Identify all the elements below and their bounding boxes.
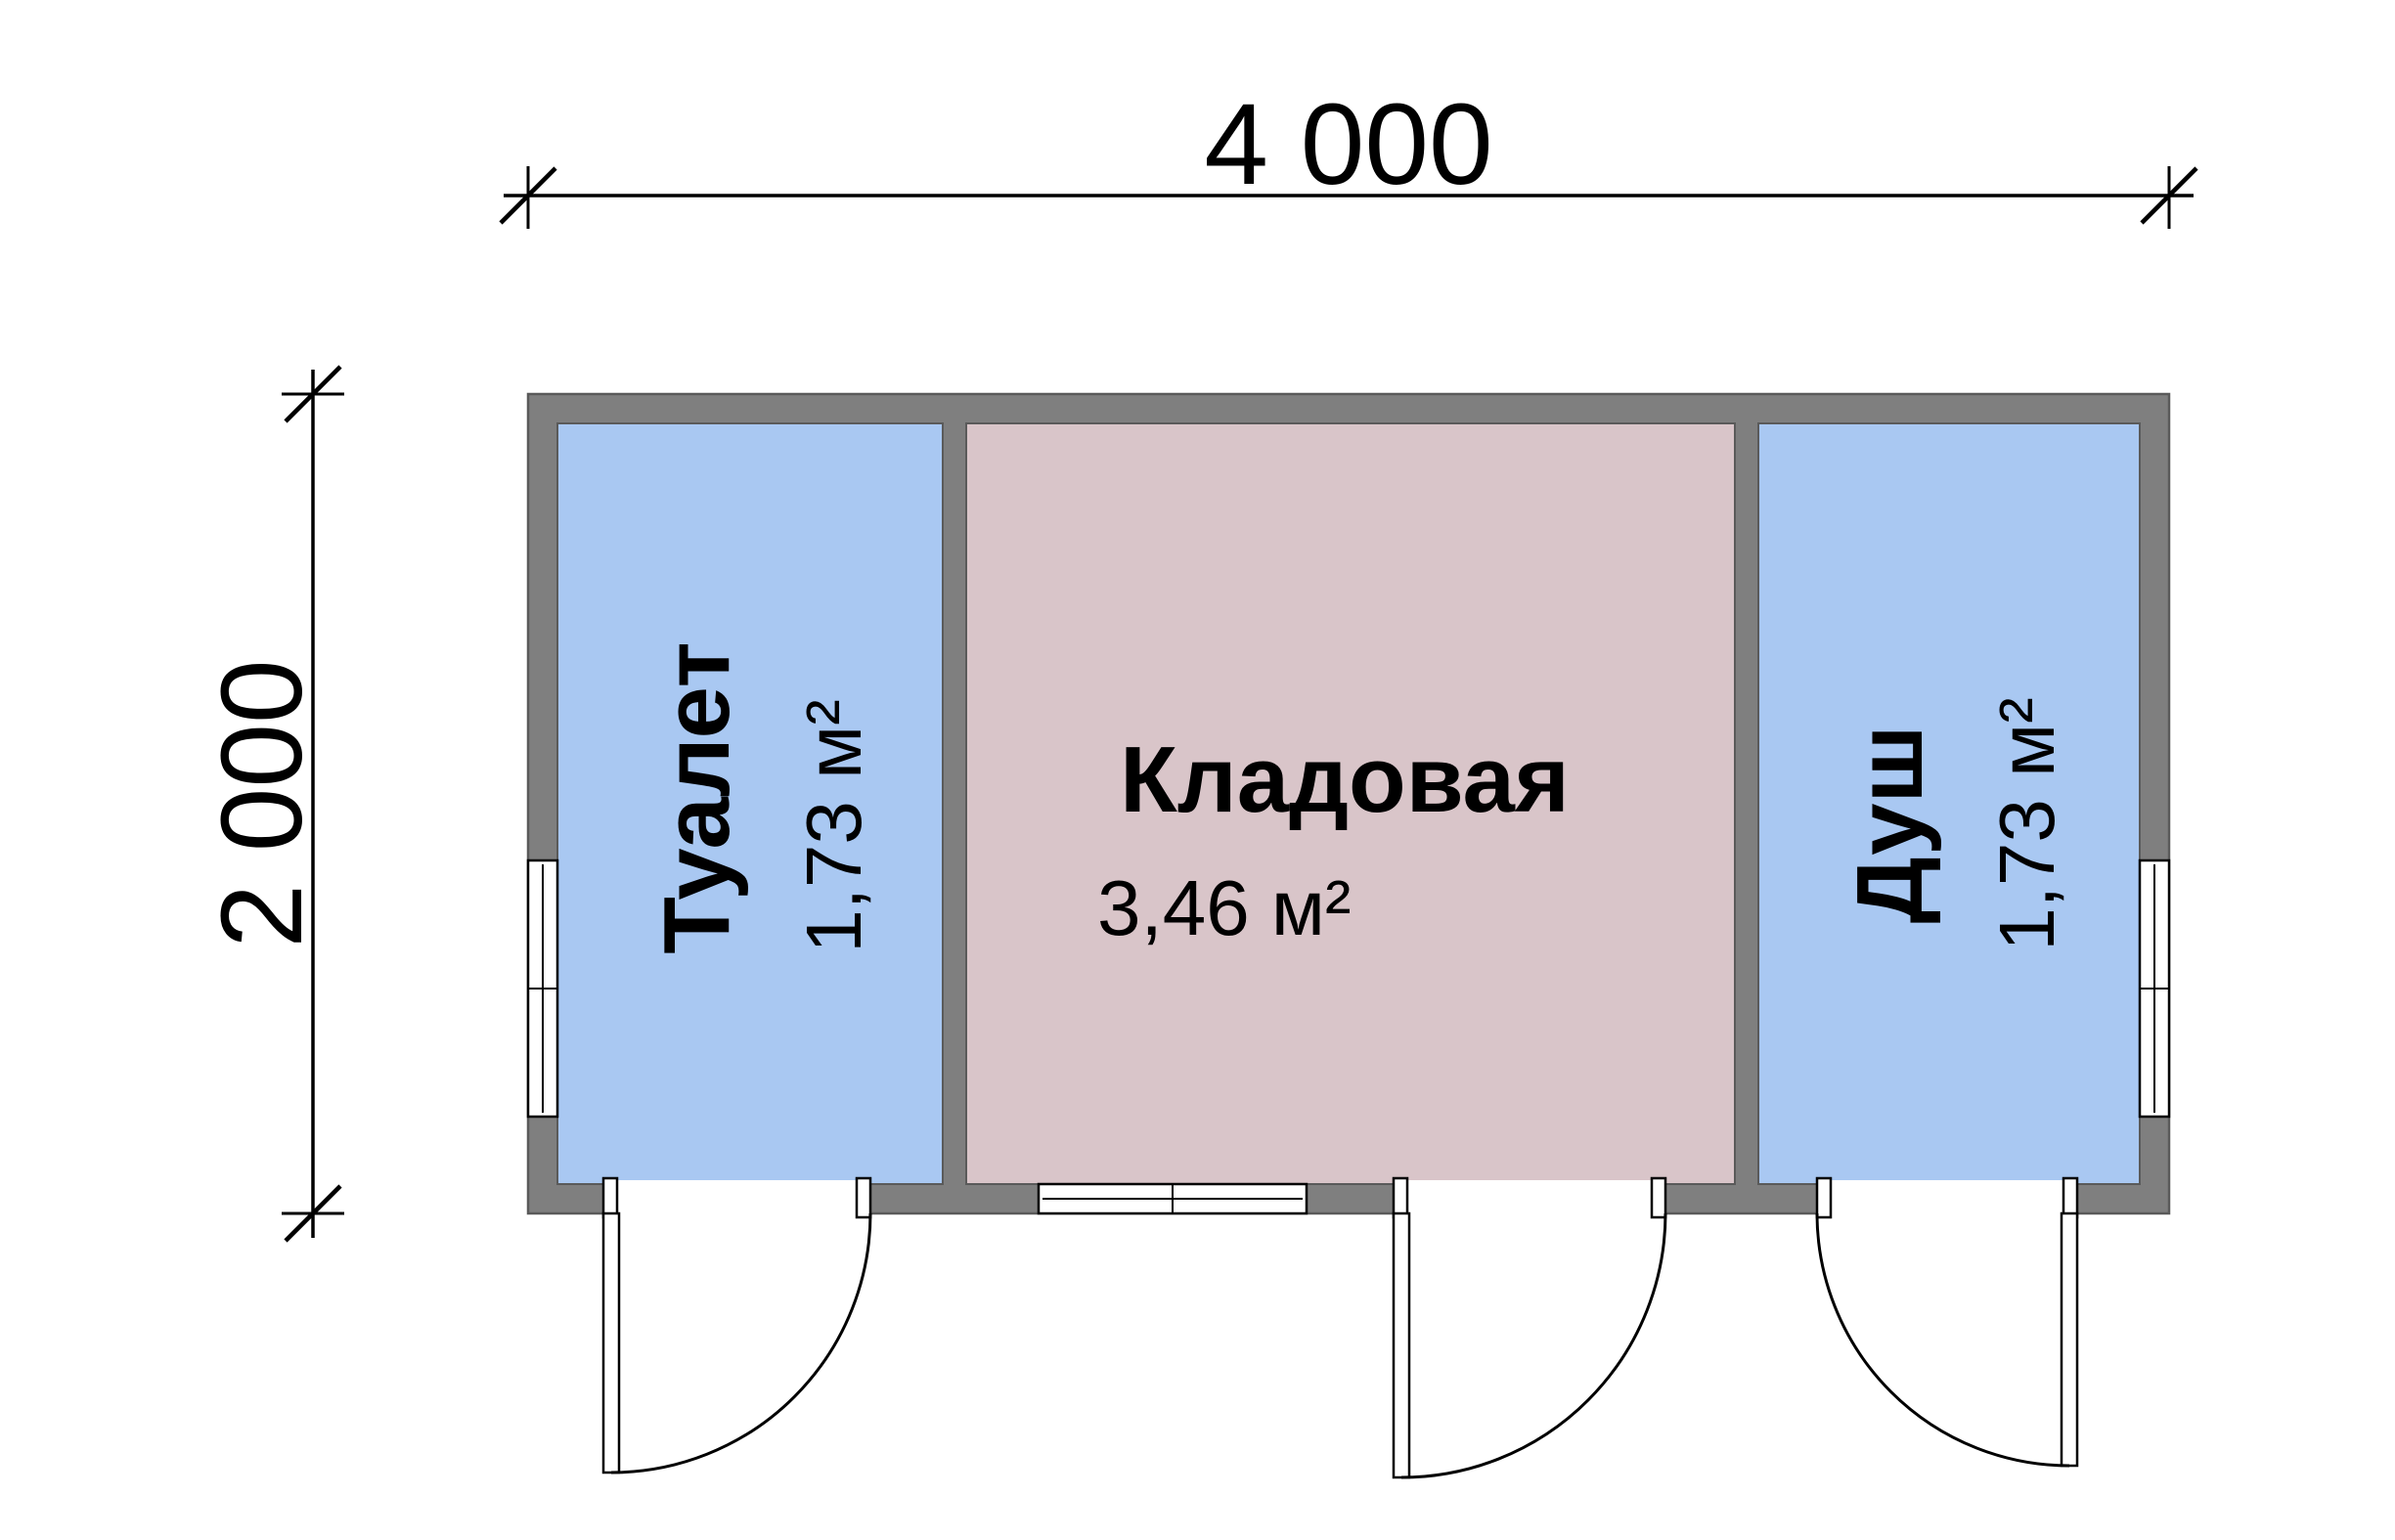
door-toilet-jamb-right xyxy=(855,1176,872,1219)
door-toilet-opening xyxy=(603,1180,870,1215)
door-storage-jamb-right xyxy=(1650,1176,1667,1219)
window-bottom xyxy=(1037,1182,1308,1215)
door-toilet-jamb-left xyxy=(601,1176,619,1219)
door-storage-opening xyxy=(1394,1180,1665,1215)
window-left xyxy=(526,858,559,1119)
shower-area-label: 1,73 м² xyxy=(1983,697,2070,951)
door-shower-jamb-right xyxy=(2062,1176,2079,1219)
door-shower-opening xyxy=(1817,1180,2077,1215)
door-storage-leaf xyxy=(1392,1211,1411,1479)
door-shower-swing-arc xyxy=(1815,1212,2070,1468)
room-shower xyxy=(1757,422,2141,1185)
door-storage-swing-arc xyxy=(1400,1212,1667,1479)
storage-area-label: 3,46 м² xyxy=(1097,864,1352,951)
door-toilet xyxy=(601,1176,872,1474)
toilet-name-label: Туалет xyxy=(644,641,749,953)
dim-height-tick-top xyxy=(284,365,342,423)
building xyxy=(526,392,2171,1215)
room-labels: Туалет 1,73 м² Кладовая 3,46 м² Душ 1,73… xyxy=(644,641,2070,953)
dim-height-tick-bottom xyxy=(284,1184,342,1243)
dim-width-tick-left xyxy=(499,166,557,225)
door-shower-leaf xyxy=(2060,1211,2079,1468)
door-storage xyxy=(1392,1176,1667,1479)
dim-height-label: 2 000 xyxy=(198,659,327,947)
dim-width-tick-right xyxy=(2140,166,2198,225)
dim-height: 2 000 xyxy=(198,365,344,1243)
door-storage-jamb-left xyxy=(1392,1176,1409,1219)
door-toilet-leaf xyxy=(601,1211,621,1474)
toilet-area-label: 1,73 м² xyxy=(790,699,877,953)
window-right xyxy=(2138,858,2171,1119)
shower-name-label: Душ xyxy=(1838,726,1942,924)
door-shower-jamb-left xyxy=(1815,1176,1833,1219)
room-storage xyxy=(965,422,1736,1185)
door-shower xyxy=(1815,1176,2079,1468)
room-toilet xyxy=(556,422,944,1185)
door-toilet-swing-arc xyxy=(610,1212,872,1474)
dim-width: 4 000 xyxy=(499,80,2198,229)
dim-width-label: 4 000 xyxy=(1204,80,1492,209)
storage-name-label: Кладовая xyxy=(1120,727,1570,832)
